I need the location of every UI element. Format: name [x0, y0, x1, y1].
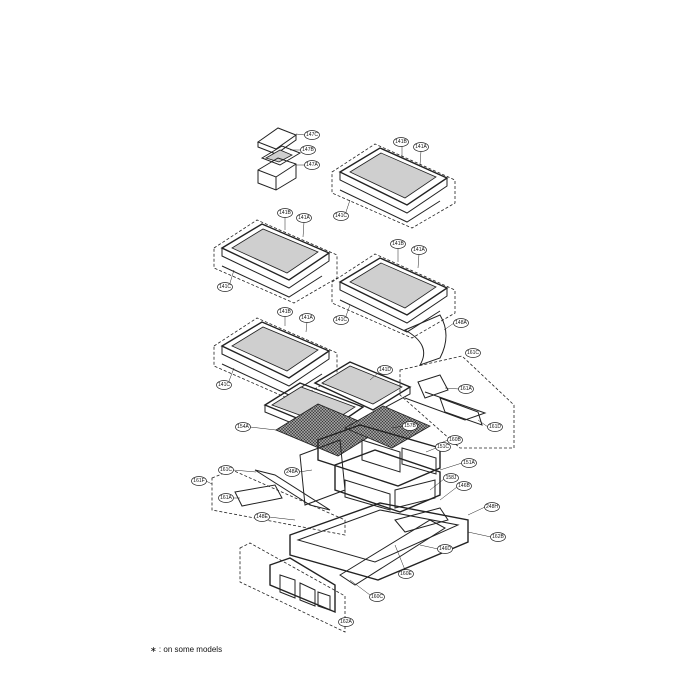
callout-141c-2: 141C [219, 284, 231, 290]
drawer-front-cover [239, 542, 346, 633]
shelf-assembly-4 [213, 317, 338, 402]
callout-158j: 158J [446, 475, 457, 481]
glass-shelf-cover [263, 361, 431, 457]
callout-141c-4: 141C [218, 382, 230, 388]
part-callouts: 147C 147B 147A 141B 141A 141C 141B 141A … [191, 130, 506, 627]
callout-146d: 146D [439, 546, 451, 552]
callout-160b: 160B [449, 437, 461, 443]
callout-141b-2: 141B [279, 210, 291, 216]
callout-146b: 146B [458, 483, 470, 489]
callout-147c: 147C [306, 132, 318, 138]
callout-141c-3: 141C [335, 317, 347, 323]
callout-161c-1: 161C [467, 350, 479, 356]
callout-154a: 154A [237, 424, 249, 430]
shelf-assembly-2 [213, 219, 338, 304]
bottom-pantry-drawer [289, 502, 469, 586]
callout-147b: 147B [302, 147, 314, 153]
callout-162b: 162B [492, 534, 504, 540]
callout-161c-2: 161C [220, 467, 232, 473]
callout-148a: 148A [455, 320, 467, 326]
callout-141b-4: 141B [279, 309, 291, 315]
callout-147a: 147A [306, 162, 318, 168]
callout-162a: 162A [340, 619, 352, 625]
callout-160c: 160C [371, 594, 383, 600]
callout-141a-2: 141A [298, 215, 310, 221]
door-bin-assembly [256, 127, 302, 191]
callout-141a-3: 141A [413, 247, 425, 253]
rail-assembly-left [211, 469, 346, 536]
shelf-assembly-1 [331, 143, 456, 229]
callout-141c-1: 141C [335, 213, 347, 219]
crisper-drawers [299, 424, 441, 513]
callout-141b-1: 141B [395, 139, 407, 145]
callout-161a-2: 161A [220, 495, 232, 501]
callout-148e: 148E [256, 514, 268, 520]
callout-157b: 157B [404, 423, 416, 429]
callout-161f: 161F [193, 478, 204, 484]
callout-141a-4: 141A [301, 315, 313, 321]
shelf-assembly-3 [331, 253, 456, 366]
callout-141d: 141D [379, 367, 391, 373]
callout-141b-3: 141B [392, 241, 404, 247]
callout-151a: 151A [463, 460, 475, 466]
callout-160e: 160E [400, 571, 412, 577]
footnote: ∗ : on some models [150, 645, 223, 654]
callout-248h: 248H [486, 504, 498, 510]
callout-248a: 248A [286, 469, 298, 475]
callout-161a-1: 161A [460, 386, 472, 392]
callout-161d: 161D [489, 424, 501, 430]
callout-141a-1: 141A [415, 144, 427, 150]
callout-151c: 151C [437, 444, 449, 450]
rail-assembly-right [399, 355, 515, 449]
